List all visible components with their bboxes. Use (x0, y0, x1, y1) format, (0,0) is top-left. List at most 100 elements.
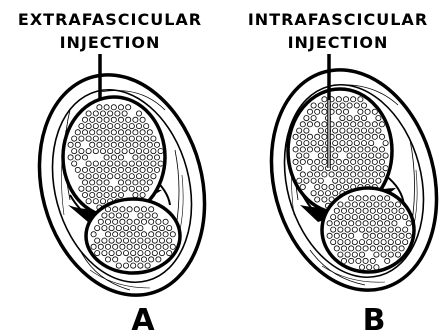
axon-circle (343, 159, 348, 164)
axon-circle (381, 252, 386, 257)
axon-circle (104, 167, 109, 172)
axon-circle (123, 238, 128, 243)
axon-circle (116, 213, 121, 218)
axon-circle (363, 221, 368, 226)
axon-circle (152, 213, 157, 218)
axon-circle (115, 136, 120, 141)
axon-circle (136, 124, 141, 129)
axon-circle (354, 103, 359, 108)
axon-circle (147, 180, 152, 185)
axon-circle (108, 149, 113, 154)
axon-circle (315, 122, 320, 127)
axon-circle (108, 186, 113, 191)
axon-circle (365, 109, 370, 114)
axon-circle (136, 111, 141, 116)
axon-circle (370, 208, 375, 213)
axon-circle (367, 215, 372, 220)
axon-circle (343, 109, 348, 114)
axon-circle (129, 124, 134, 129)
axon-circle (102, 238, 107, 243)
axon-circle (95, 251, 100, 256)
axon-circle (361, 178, 366, 183)
axon-circle (311, 103, 316, 108)
axon-circle (381, 227, 386, 232)
axon-circle (336, 134, 341, 139)
axon-circle (349, 221, 354, 226)
axon-circle (352, 227, 357, 232)
axon-circle (307, 147, 312, 152)
axon-circle (325, 191, 330, 196)
axon-circle (75, 155, 80, 160)
axon-circle (347, 153, 352, 158)
axon-circle (336, 109, 341, 114)
axon-circle (159, 238, 164, 243)
axon-circle (322, 147, 327, 152)
axon-circle (349, 258, 354, 263)
axon-circle (97, 130, 102, 135)
axon-circle (100, 161, 105, 166)
axon-circle (144, 186, 149, 191)
axon-circle (341, 208, 346, 213)
axon-circle (138, 213, 143, 218)
axon-circle (315, 109, 320, 114)
axon-circle (118, 130, 123, 135)
axon-circle (138, 226, 143, 231)
axon-circle (354, 166, 359, 171)
axon-circle (105, 232, 110, 237)
axon-circle (108, 174, 113, 179)
axon-circle (403, 227, 408, 232)
axon-circle (334, 246, 339, 251)
axon-circle (356, 246, 361, 251)
axon-circle (361, 103, 366, 108)
axon-circle (369, 153, 374, 158)
axon-circle (354, 116, 359, 121)
axon-circle (126, 105, 131, 110)
axon-circle (134, 232, 139, 237)
axon-circle (359, 240, 364, 245)
axon-circle (91, 232, 96, 237)
axon-circle (93, 111, 98, 116)
axon-circle (395, 202, 400, 207)
axon-circle (120, 207, 125, 212)
axon-circle (118, 117, 123, 122)
axon-circle (144, 124, 149, 129)
axon-circle (68, 155, 73, 160)
axon-circle (109, 226, 114, 231)
axon-circle (311, 166, 316, 171)
axon-circle (388, 227, 393, 232)
axon-circle (385, 233, 390, 238)
axon-circle (307, 134, 312, 139)
axon-circle (361, 166, 366, 171)
axon-circle (152, 226, 157, 231)
axon-circle (141, 257, 146, 262)
axon-circle (156, 219, 161, 224)
axon-circle (361, 116, 366, 121)
axon-circle (388, 215, 393, 220)
axon-circle (370, 221, 375, 226)
axon-circle (109, 251, 114, 256)
axon-circle (116, 238, 121, 243)
axon-circle (154, 155, 159, 160)
axon-circle (347, 141, 352, 146)
axon-circle (370, 246, 375, 251)
axon-circle (144, 136, 149, 141)
axon-circle (338, 227, 343, 232)
axon-circle (359, 202, 364, 207)
axon-circle (140, 142, 145, 147)
axon-circle (141, 232, 146, 237)
axon-circle (333, 166, 338, 171)
axon-circle (93, 136, 98, 141)
axon-circle (115, 124, 120, 129)
axon-circle (170, 244, 175, 249)
axon-circle (122, 149, 127, 154)
axon-circle (363, 208, 368, 213)
axon-circle (149, 257, 154, 262)
axon-circle (158, 161, 163, 166)
axon-circle (365, 134, 370, 139)
axon-circle (163, 219, 168, 224)
axon-circle (345, 252, 350, 257)
axon-circle (359, 265, 364, 270)
axon-circle (352, 240, 357, 245)
axon-circle (113, 244, 118, 249)
axon-circle (300, 134, 305, 139)
